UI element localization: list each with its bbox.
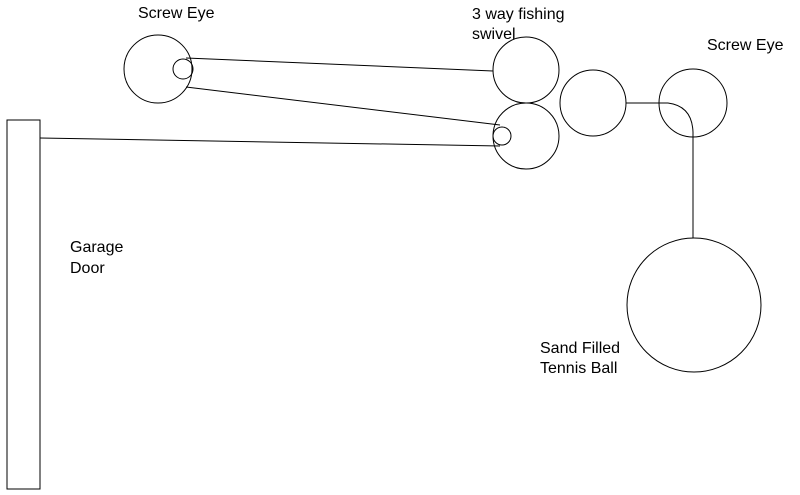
swivel-ring-bottom [492,102,560,170]
label-screw-eye-right: Screw Eye [707,37,784,54]
label-ball-line1: Sand Filled [540,340,621,357]
string-garage [39,137,501,147]
swivel-ring-right [559,69,627,137]
string-middle [185,86,501,126]
swivel-ring-top [492,36,560,104]
label-swivel-line1: 3 way fishing [472,6,565,23]
label-swivel-line2: swivel [472,26,516,43]
tennis-ball [626,237,762,373]
string-top [185,57,494,72]
label-screw-eye-left: Screw Eye [138,5,215,22]
screw-eye-left-hole [172,58,194,80]
label-ball-line2: Tennis Ball [540,360,618,377]
swivel-ring-bottom-hole [492,126,512,146]
garage-door [6,119,41,490]
label-garage-line2: Door [70,260,105,277]
label-garage-line1: Garage [70,239,124,256]
string-eye-hook [667,102,694,133]
screw-eye-left [123,34,193,104]
